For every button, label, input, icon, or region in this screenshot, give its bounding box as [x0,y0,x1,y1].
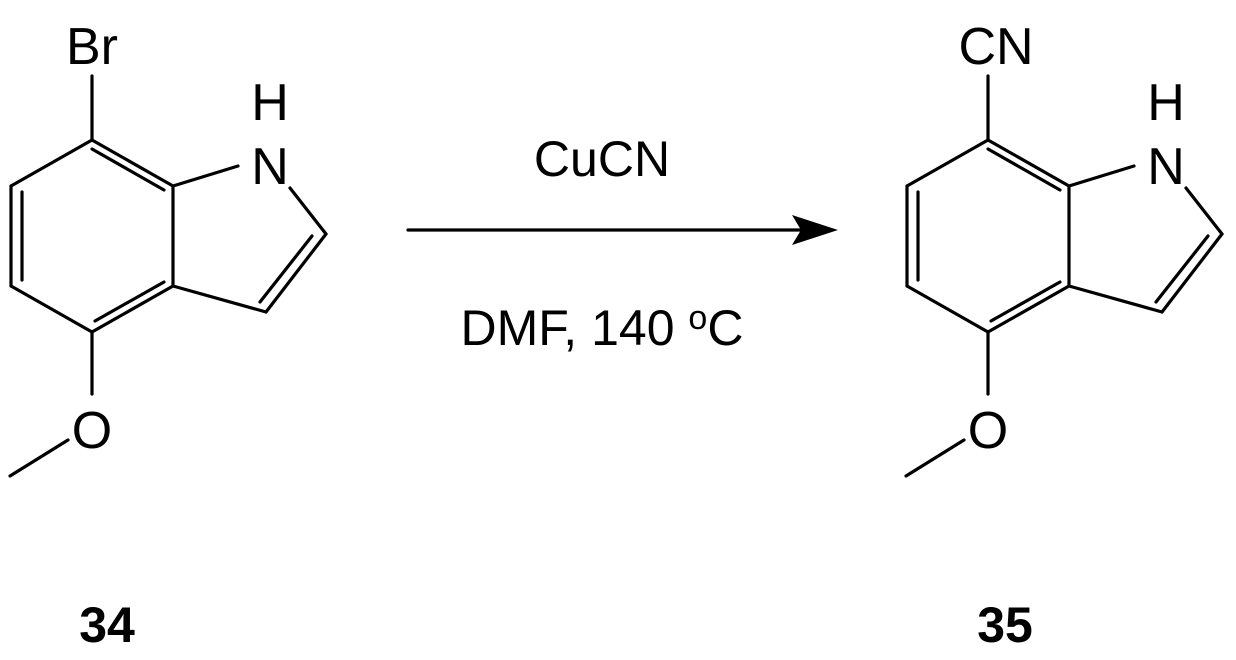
bond [905,284,990,334]
bond [986,284,1071,334]
oxygen-label: O [72,402,112,460]
nh-nitrogen-label: N [1147,138,1185,196]
nh-nitrogen-label: N [251,138,289,196]
bond [258,234,314,304]
bond [8,438,70,478]
bond [264,232,328,314]
solvent-temperature-text: DMF, 140 [461,300,689,356]
bond [90,147,166,192]
oxygen-label: O [968,402,1008,460]
bond [90,138,175,188]
bond [986,147,1062,192]
product-35-structure: CN H N O [904,18,1224,478]
bond [93,280,166,323]
nh-hydrogen-label: H [1147,74,1185,132]
bond [1184,186,1224,236]
bond [986,138,1071,188]
bond [288,186,328,236]
bond [1160,232,1224,314]
reagent-label: CuCN [534,131,670,187]
bond [905,138,990,188]
temperature-unit: C [707,300,743,356]
bond [989,280,1062,323]
bond [171,164,240,188]
bond [904,438,966,478]
bond [1067,284,1164,314]
arrow-head [792,215,838,245]
bond [1154,234,1210,304]
bond [9,138,94,188]
bromine-label: Br [66,18,118,76]
reaction-arrow [406,215,838,245]
bond [90,284,175,334]
bond [171,284,268,314]
reactant-34-structure: Br H N O [8,18,328,478]
reactant-number: 34 [79,597,135,653]
cyano-label: CN [958,18,1033,76]
bond [9,284,94,334]
conditions-label: DMF, 140 oC [461,299,744,356]
nh-hydrogen-label: H [251,74,289,132]
degree-symbol: o [688,299,707,337]
bond [1067,164,1136,188]
product-number: 35 [977,597,1033,653]
